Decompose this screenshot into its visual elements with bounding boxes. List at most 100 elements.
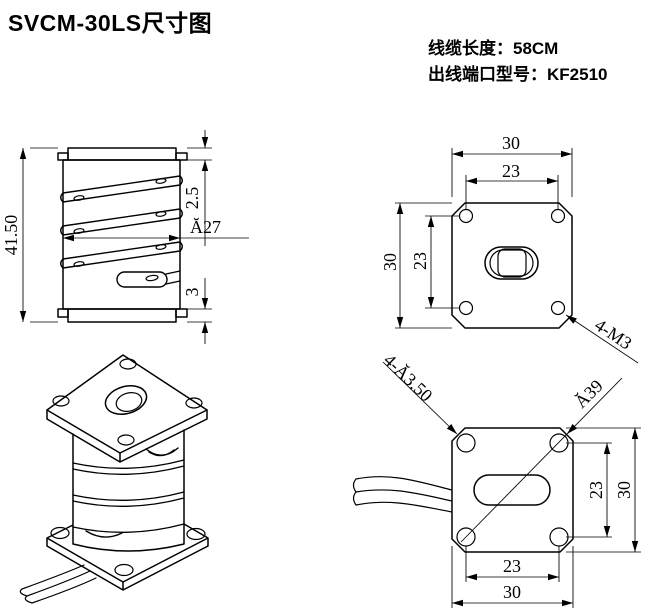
dim-top-plate-thickness: 2.5 [182,130,212,246]
cable-wires [19,564,97,604]
dim-text-plate-thickness: 2.5 [182,187,202,210]
plate-outline [451,202,573,329]
callout-text-bolt-circle: Ă39 [571,376,607,412]
cable-isometric [19,564,97,604]
arrowhead [547,177,558,185]
cable-bottom-view [352,476,453,513]
dim-bottom-hole-pitch-y: 23 [566,442,612,538]
dim-top-hole-pitch-x: 23 [465,161,559,209]
dim-text-outer-width: 30 [503,582,521,602]
bolt-circle-line [460,377,623,543]
coil-wire-end [155,178,167,184]
spring-groove [72,491,185,508]
arrowhead [548,573,559,581]
dim-line [566,442,612,538]
arrowhead [19,148,27,159]
bottom-plate-tab-left [57,308,69,318]
mount-hole [550,208,566,224]
dim-top-outer-width: 30 [451,133,573,197]
coil-turn-partial [165,270,181,285]
leader-line [565,314,639,364]
arrowhead [201,298,209,309]
callout-hole-diameter: 4-Ă3.50 [380,350,460,437]
arrowhead [201,137,209,148]
dim-text-outer-width: 30 [502,133,520,153]
isometric-view [19,354,209,604]
dim-text-hole-pitch-x: 23 [502,161,520,181]
plate-hole [185,397,203,409]
arrowhead [427,216,435,227]
dim-line [465,175,559,209]
center-slot-iso [104,385,148,415]
callout-text-hole-diameter: 4-Ă3.50 [380,350,437,406]
center-slot [473,474,551,506]
dim-text-bottom-thickness: 3 [182,288,202,297]
arrowhead [396,317,404,328]
dim-line [187,278,212,344]
bottom-plate-tab-right [175,308,188,318]
side-view: 41.50 2.5 Ă27 3 [1,130,249,344]
center-core [497,248,527,278]
coil-turn [60,175,183,203]
plate-hole [119,358,137,370]
dim-text-hole-pitch-y: 23 [586,481,606,499]
arrowhead [603,443,611,454]
dim-bottom-hole-pitch-x: 23 [465,546,560,582]
arrowhead [201,160,209,171]
arrowhead [19,311,27,322]
callout-text-thread: 4-M3 [591,315,635,354]
arrowhead [63,234,74,242]
bottom-view: Ă39 4-Ă3.50 23 30 [352,350,641,608]
bottom-plate-edge [67,308,177,323]
arrowhead [396,203,404,214]
dim-bottom-plate-thickness: 3 [182,278,212,344]
dim-line [395,202,452,329]
coil-wire-end [145,274,159,282]
dim-text-outer-height: 30 [614,481,634,499]
coil-turn [60,208,183,236]
arrowhead [452,599,463,607]
flange-hole [50,526,70,540]
cable-length-note: 线缆长度：58CM [428,39,559,58]
arrowhead [631,541,639,552]
cylinder-outline [72,429,185,552]
arrowhead [466,177,477,185]
dim-line [465,546,560,582]
cylinder-fill [73,430,184,551]
callout-thread: 4-M3 [564,312,639,364]
arrowhead [427,297,435,308]
spring-coils [60,175,183,288]
dim-text-hole-pitch-x: 23 [503,556,521,576]
coil-wire-end [73,228,85,234]
dim-text-hole-pitch-y: 23 [410,252,430,270]
mount-hole [458,208,474,224]
arrowhead [603,526,611,537]
dim-total-height: 41.50 [1,147,58,323]
top-plate-edge [67,147,177,161]
dim-line [451,546,574,608]
dim-bottom-outer-width: 30 [451,546,574,608]
center-slot-mid [489,249,534,277]
dim-text-total-height: 41.50 [1,215,21,256]
dim-line [22,147,58,323]
dim-line [187,130,212,246]
spring-hook [116,271,168,288]
flange-hole [114,563,134,577]
dim-coil-diameter: Ă27 [63,217,249,242]
dim-line [425,215,459,309]
page-title: SVCM-30LS尺寸图 [8,10,213,36]
coil-wire-end [73,261,85,267]
cylinder-slot-upper [145,447,179,457]
top-view: 30 23 30 23 4 [380,133,639,364]
plate-hole [52,395,70,407]
spring-groove [72,459,185,476]
arrowhead [466,573,477,581]
leader-line [382,361,458,435]
iso-cylinder [72,429,185,552]
top-plate-tab-left [57,152,69,161]
plate-thickness-edge [46,409,208,463]
spec-notes: 线缆长度：58CM 出线端口型号：KF2510 [428,36,607,88]
coil-wire-end [73,195,85,201]
